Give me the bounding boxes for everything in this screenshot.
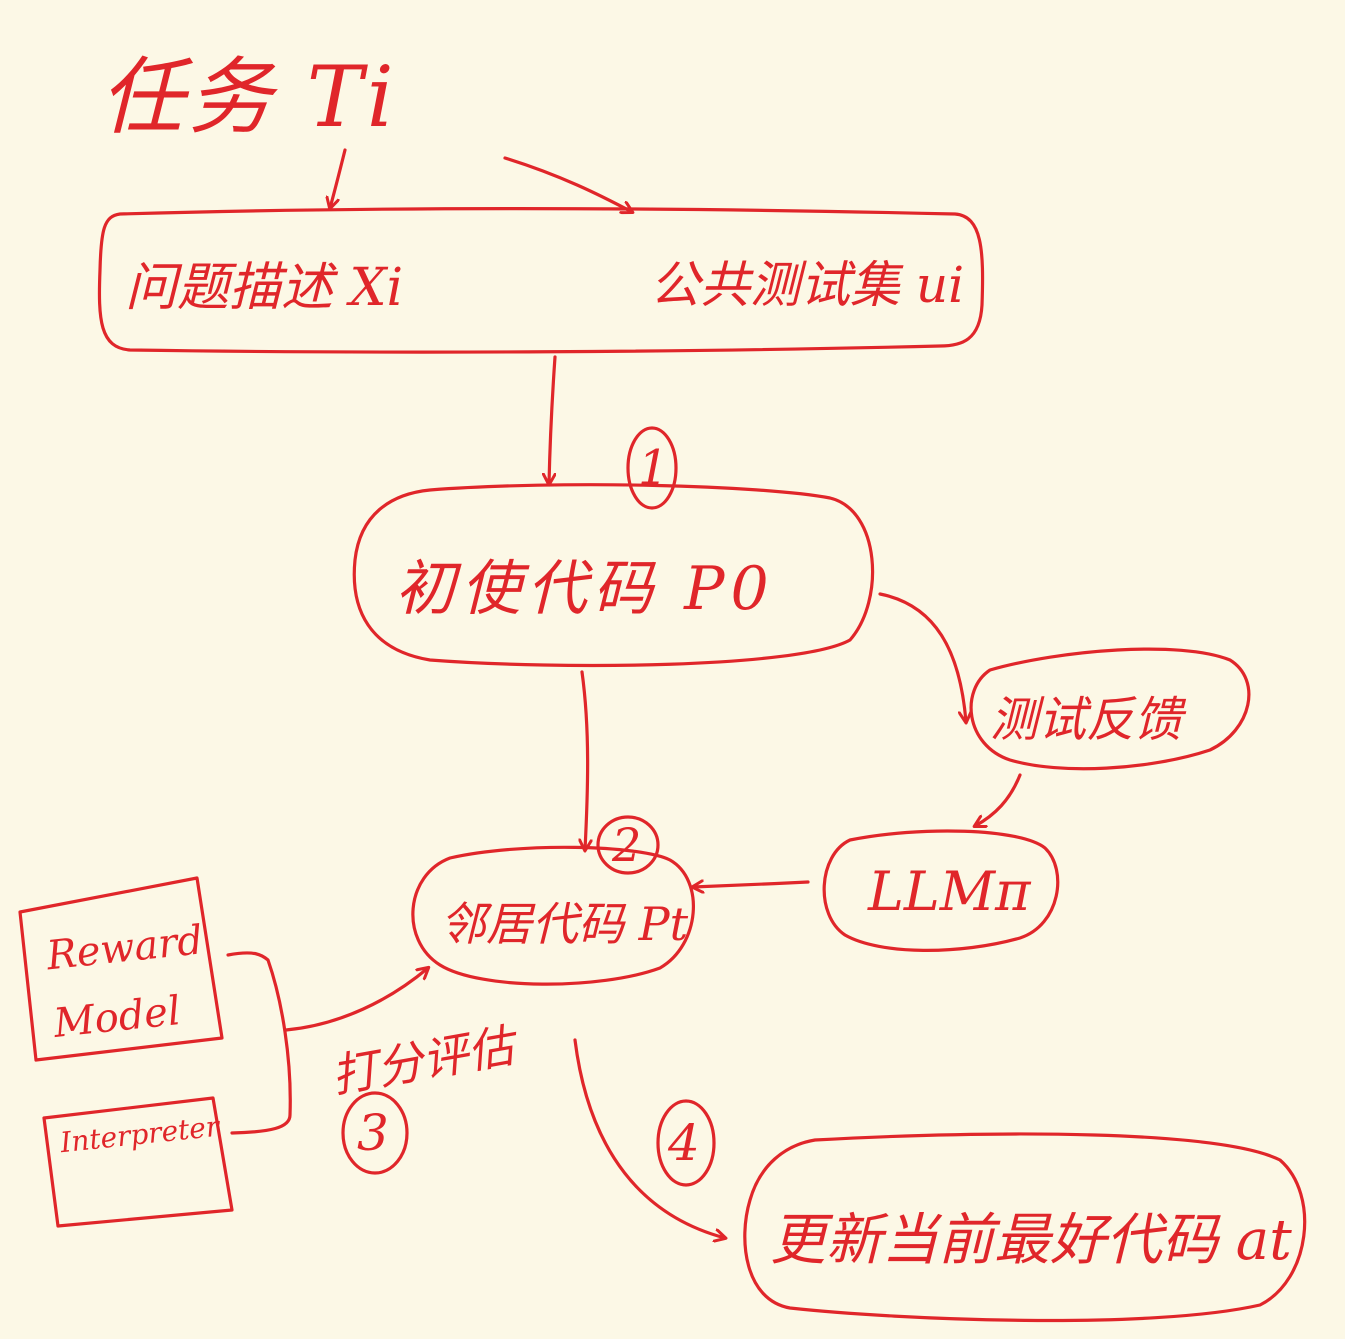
step-1-number: 1 (638, 440, 669, 496)
neighbor-code-label: 邻居代码 Pt (440, 897, 689, 951)
reward-model-box (18, 876, 224, 1062)
step-4-circle (656, 1099, 716, 1187)
neighbor-code-node (411, 845, 695, 986)
step-3-circle (341, 1091, 409, 1175)
llm-label: LLMπ (868, 860, 1031, 923)
public-tests-label: 公共测试集 ui (650, 256, 965, 314)
step-3-number: 3 (357, 1104, 389, 1162)
arrow-task-to-tests (503, 156, 632, 212)
initial-code-node (352, 483, 875, 668)
arrow-llm-to-neighbor (693, 882, 810, 887)
arrow-evaluator-to-neighbor (284, 968, 428, 1032)
arrow-feedback-to-llm (975, 773, 1022, 826)
reward-model-label: Reward Model (44, 917, 205, 1048)
best-code-label: 更新当前最好代码 at (770, 1208, 1292, 1273)
test-feedback-label: 测试反馈 (990, 692, 1183, 748)
arrow-input-to-initial (549, 355, 557, 484)
task-title: 任务 Ti (100, 48, 398, 146)
interpreter-box (42, 1096, 234, 1228)
arrow-initial-to-feedback (878, 592, 966, 722)
arrow-neighbor-to-best (573, 1038, 725, 1238)
step-2-circle (596, 815, 660, 875)
arrow-task-to-problem (330, 148, 347, 208)
test-feedback-node (969, 647, 1251, 771)
best-code-node (743, 1132, 1307, 1323)
llm-node (822, 829, 1060, 952)
step-1-circle (626, 426, 678, 510)
problem-description-label: 问题描述 Xi (125, 258, 404, 318)
step-2-number: 2 (612, 818, 642, 872)
evaluator-bracket (226, 951, 292, 1135)
arrow-initial-to-neighbor (582, 670, 588, 850)
initial-code-label: 初使代码 P0 (395, 554, 775, 624)
step-4-number: 4 (668, 1114, 700, 1172)
